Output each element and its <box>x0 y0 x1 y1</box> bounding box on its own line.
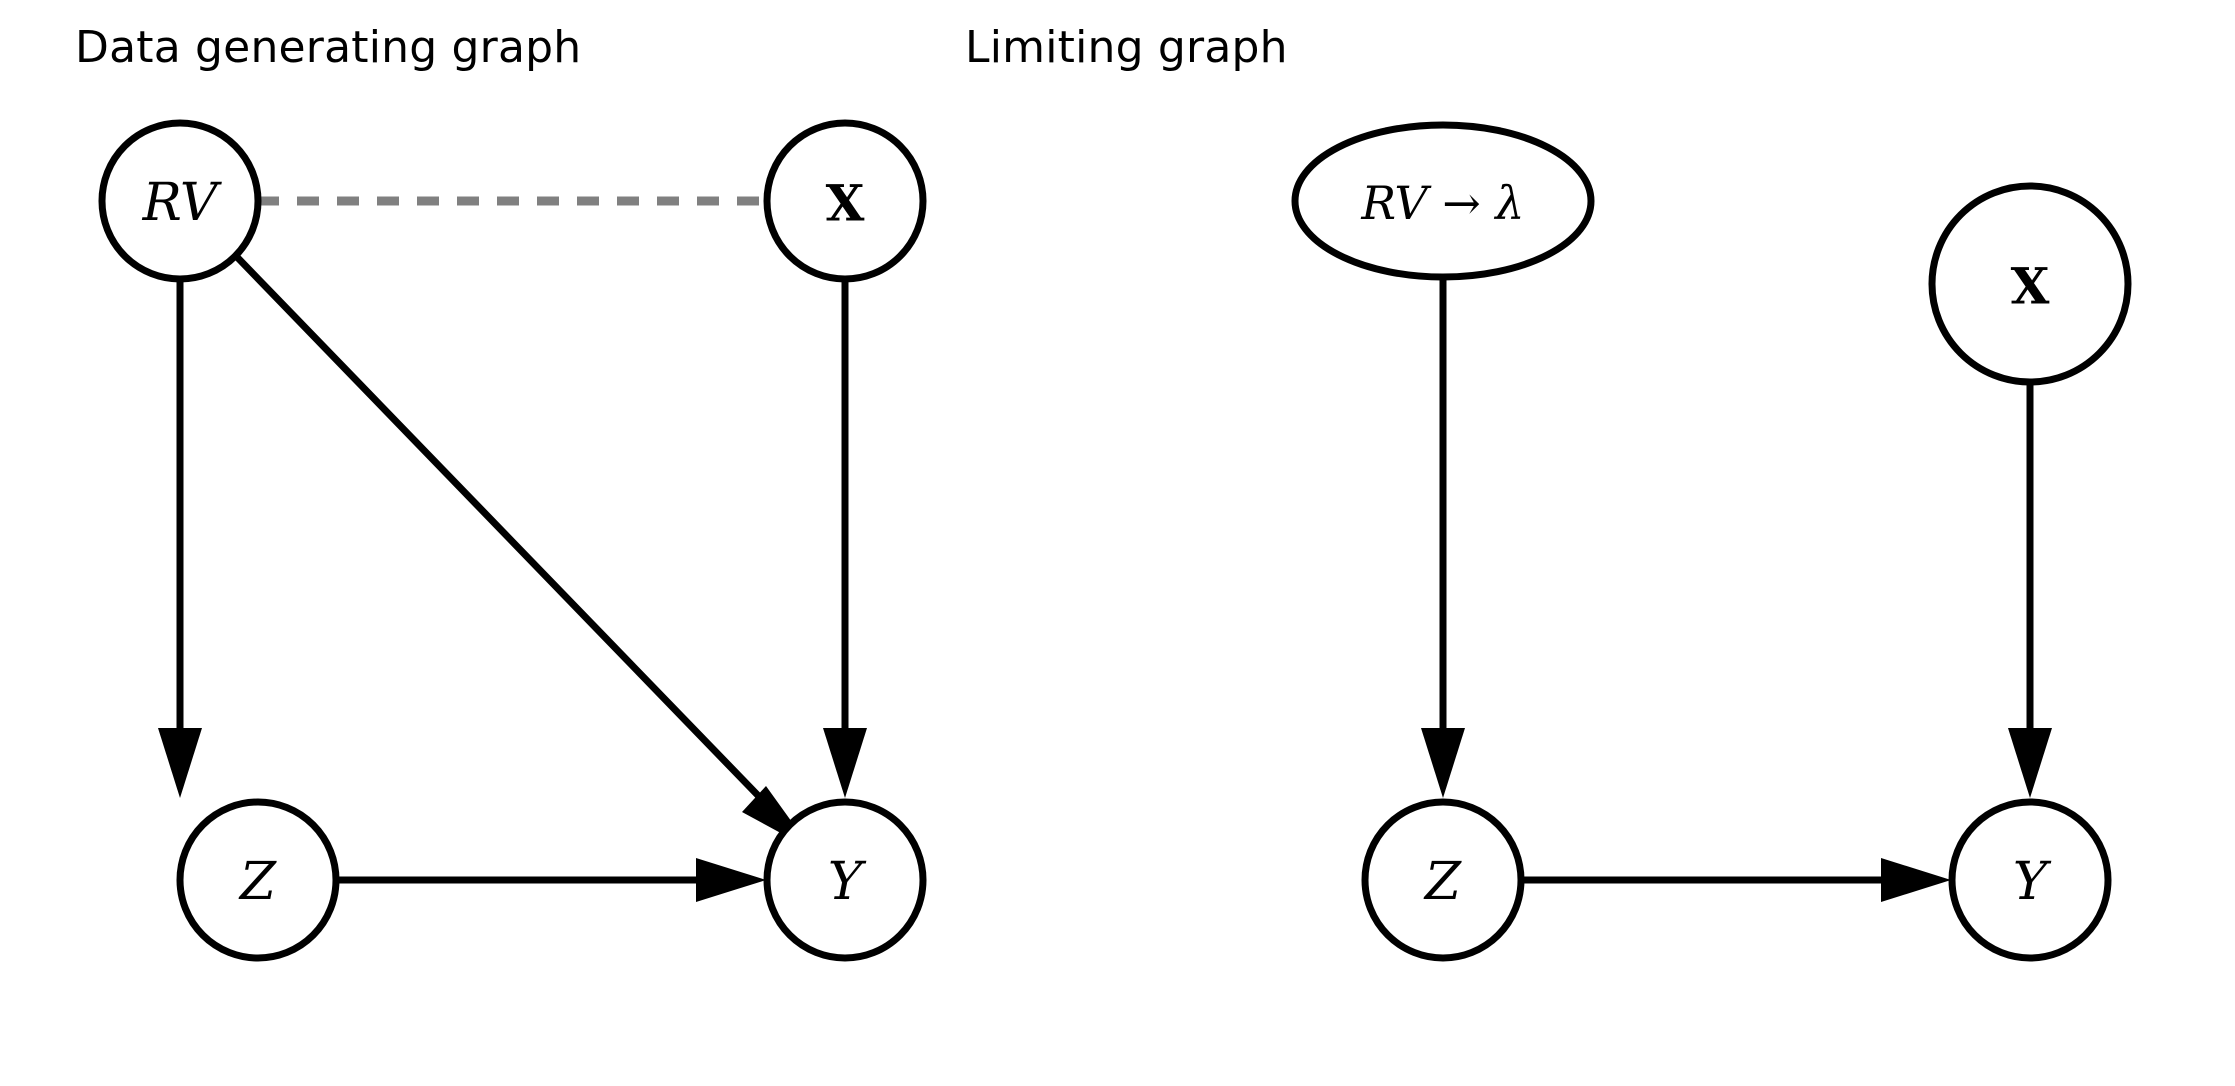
edge-right-x-to-y <box>2008 382 2052 798</box>
node-right-y[interactable]: Y <box>1948 798 2112 962</box>
node-right-z-label: Z <box>1423 852 1462 912</box>
edge-z-to-y <box>336 858 766 902</box>
arrowhead-rv-lambda-to-z <box>1421 728 1465 798</box>
edge-x-to-y <box>823 280 867 798</box>
node-x-label: X <box>826 174 865 233</box>
node-rv-lambda[interactable]: RV → λ <box>1291 121 1595 281</box>
arrowhead-right-z-to-y <box>1881 858 1951 902</box>
node-right-y-circle[interactable] <box>1948 798 2112 962</box>
node-rv-lambda-ellipse[interactable] <box>1291 121 1595 281</box>
node-right-x[interactable]: X <box>1928 182 2132 386</box>
node-rv-lambda-label: RV → λ <box>1360 176 1524 230</box>
edge-rv-to-z <box>158 280 202 798</box>
arrowhead-right-x-to-y <box>2008 728 2052 798</box>
node-rv-label: RV <box>142 173 222 233</box>
arrowhead-z-to-y <box>696 858 766 902</box>
node-y-circle[interactable] <box>763 798 927 962</box>
panel-limiting-graph: RV → λ X Z Y <box>1291 121 2132 962</box>
node-z-circle[interactable] <box>176 798 340 962</box>
panel-title-limiting-graph: Limiting graph <box>965 22 1288 73</box>
node-rv-circle[interactable] <box>98 119 262 283</box>
node-x-circle[interactable] <box>763 119 927 283</box>
arrowhead-rv-to-z <box>158 728 202 798</box>
node-right-x-circle[interactable] <box>1928 182 2132 386</box>
edge-rv-lambda-to-z <box>1421 276 1465 798</box>
arrowhead-x-to-y <box>823 728 867 798</box>
node-x[interactable]: X <box>763 119 927 283</box>
node-right-x-label: X <box>2011 257 2050 316</box>
node-z[interactable]: Z <box>176 798 340 962</box>
panel-data-generating-graph: RV X Z Y <box>98 119 927 962</box>
node-right-y-label: Y <box>2013 852 2052 912</box>
edge-rv-to-y <box>233 253 812 850</box>
node-y-label: Y <box>828 852 867 912</box>
edge-right-z-to-y <box>1521 858 1951 902</box>
node-y[interactable]: Y <box>763 798 927 962</box>
node-rv[interactable]: RV <box>98 119 262 283</box>
panel-title-data-generating-graph: Data generating graph <box>75 22 582 73</box>
node-z-label: Z <box>238 852 277 912</box>
node-right-z[interactable]: Z <box>1361 798 1525 962</box>
node-right-z-circle[interactable] <box>1361 798 1525 962</box>
